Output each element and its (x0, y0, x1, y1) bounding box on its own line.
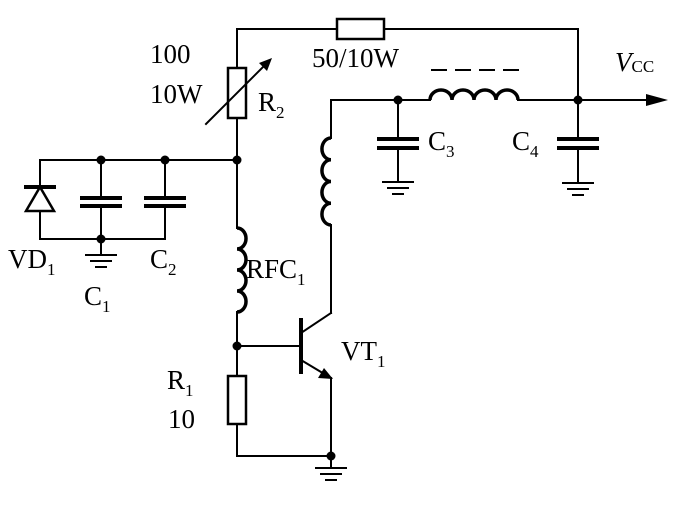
r1-label: R1 (167, 365, 194, 400)
capacitor-c4 (557, 137, 599, 150)
inductor-rfc1 (236, 226, 248, 314)
c4-label: C4 (512, 126, 539, 161)
junction-dot (573, 95, 583, 105)
inductor-output (428, 88, 520, 101)
resistor-top-value: 50/10W (312, 43, 400, 73)
resistor-r1 (226, 374, 248, 426)
r2-value-line1: 100 (150, 39, 191, 69)
arrow-icon (646, 94, 668, 106)
rfc1-label: RFC1 (246, 254, 306, 289)
ground-icon (85, 254, 117, 268)
c3-label: C3 (428, 126, 455, 161)
transistor-vt1 (299, 311, 333, 380)
wires (39, 28, 647, 469)
junction-dot (96, 155, 106, 165)
junction-dots (96, 95, 583, 461)
vcc-label: VCC (615, 47, 654, 77)
junction-dot (232, 155, 242, 165)
resistor-top (335, 17, 386, 41)
junction-dot (160, 155, 170, 165)
capacitor-c3 (377, 137, 419, 150)
junction-dot (232, 341, 242, 351)
junction-dot (326, 451, 336, 461)
capacitor-c2 (144, 196, 186, 208)
c2-label: C2 (150, 244, 177, 279)
diode-vd1 (23, 184, 57, 213)
c1-label: C1 (84, 281, 111, 316)
vd1-label: VD1 (8, 244, 56, 279)
junction-dot (96, 234, 106, 244)
junction-dot (393, 95, 403, 105)
r2-label: R2 (258, 87, 285, 122)
inductor-collector (320, 136, 332, 227)
ground-icon (562, 182, 594, 196)
ground-icon (315, 467, 347, 481)
ground-icon (382, 181, 414, 195)
r2-value-line2: 10W (150, 79, 203, 109)
resistor-r2 (204, 58, 272, 126)
r1-value: 10 (168, 404, 195, 434)
capacitor-c1 (80, 196, 122, 208)
vt1-label: VT1 (341, 336, 386, 371)
